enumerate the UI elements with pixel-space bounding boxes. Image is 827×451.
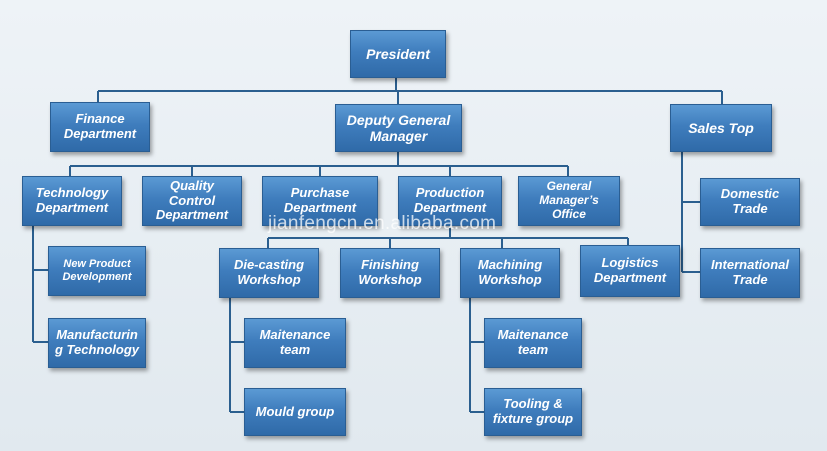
node-domestic-trade-label: Domestic Trade bbox=[720, 186, 780, 216]
node-deputy-general-manager[interactable]: Deputy General Manager bbox=[335, 104, 462, 152]
node-mould-group[interactable]: Mould group bbox=[244, 388, 346, 436]
node-die-casting-workshop[interactable]: Die-casting Workshop bbox=[219, 248, 319, 298]
node-international-trade-label: International Trade bbox=[710, 257, 789, 287]
node-machining-maintenance-team[interactable]: Maitenance team bbox=[484, 318, 582, 368]
node-domestic-trade[interactable]: Domestic Trade bbox=[700, 178, 800, 226]
node-die-casting-maintenance-team-label: Maitenance team bbox=[259, 327, 331, 357]
node-logistics-department-label: Logistics Department bbox=[593, 255, 667, 285]
node-manufacturing-technology[interactable]: Manufacturin g Technology bbox=[48, 318, 146, 368]
node-production-department[interactable]: Production Department bbox=[398, 176, 502, 226]
node-production-department-label: Production Department bbox=[413, 185, 487, 215]
node-die-casting-maintenance-team[interactable]: Maitenance team bbox=[244, 318, 346, 368]
node-sales-top-label: Sales Top bbox=[688, 119, 754, 136]
node-finishing-workshop-label: Finishing Workshop bbox=[358, 257, 422, 287]
node-deputy-general-manager-label: Deputy General Manager bbox=[346, 111, 451, 144]
node-quality-control-department[interactable]: Quality Control Department bbox=[142, 176, 242, 226]
node-finishing-workshop[interactable]: Finishing Workshop bbox=[340, 248, 440, 298]
node-purchase-department[interactable]: Purchase Department bbox=[262, 176, 378, 226]
node-technology-department-label: Technology Department bbox=[35, 185, 109, 215]
node-international-trade[interactable]: International Trade bbox=[700, 248, 800, 298]
node-general-managers-office[interactable]: General Manager’s Office bbox=[518, 176, 620, 226]
node-machining-workshop[interactable]: Machining Workshop bbox=[460, 248, 560, 298]
node-logistics-department[interactable]: Logistics Department bbox=[580, 245, 680, 297]
node-president-label: President bbox=[366, 45, 430, 62]
node-tooling-fixture-group-label: Tooling & fixture group bbox=[492, 396, 574, 426]
node-mould-group-label: Mould group bbox=[255, 403, 335, 419]
node-die-casting-workshop-label: Die-casting Workshop bbox=[233, 257, 305, 287]
node-technology-department[interactable]: Technology Department bbox=[22, 176, 122, 226]
node-general-managers-office-label: General Manager’s Office bbox=[539, 179, 599, 221]
node-purchase-department-label: Purchase Department bbox=[283, 185, 357, 215]
node-sales-top[interactable]: Sales Top bbox=[670, 104, 772, 152]
watermark-text: jianfengcn.en.alibaba.com bbox=[268, 213, 497, 234]
node-president[interactable]: President bbox=[350, 30, 446, 78]
node-manufacturing-technology-label: Manufacturin g Technology bbox=[54, 327, 140, 357]
node-finance-department[interactable]: Finance Department bbox=[50, 102, 150, 152]
node-quality-control-department-label: Quality Control Department bbox=[155, 177, 229, 223]
node-finance-department-label: Finance Department bbox=[63, 111, 137, 141]
node-machining-workshop-label: Machining Workshop bbox=[477, 257, 543, 287]
node-new-product-development-label: New Product Development bbox=[62, 258, 132, 283]
node-tooling-fixture-group[interactable]: Tooling & fixture group bbox=[484, 388, 582, 436]
node-new-product-development[interactable]: New Product Development bbox=[48, 246, 146, 296]
node-machining-maintenance-team-label: Maitenance team bbox=[497, 327, 569, 357]
